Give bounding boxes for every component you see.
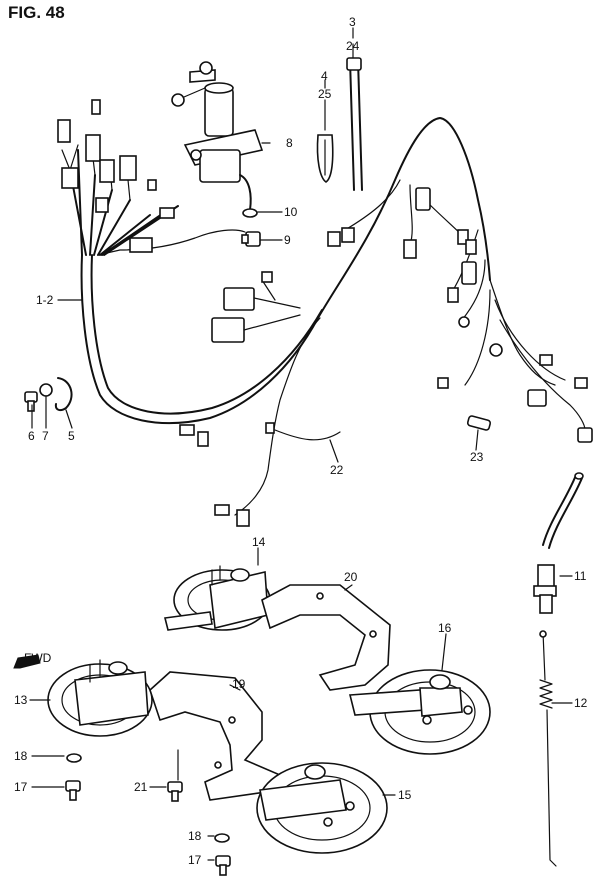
connector	[99, 159, 115, 183]
fwd-arrow-icon: FWD	[13, 651, 52, 669]
callout-17b: 17	[188, 853, 202, 867]
horn-13	[47, 659, 153, 737]
callout-15: 15	[398, 788, 412, 802]
callout-18b: 18	[188, 829, 202, 843]
figure-title: FIG. 48	[8, 3, 65, 22]
bolt-17-icon	[65, 780, 81, 801]
connector	[91, 99, 101, 115]
washer-18b-icon	[214, 833, 230, 843]
washer-18-icon	[66, 753, 82, 763]
cable-strap-24	[346, 57, 363, 191]
connector	[95, 197, 109, 213]
connector	[61, 167, 79, 189]
left-connector-cluster	[57, 99, 175, 253]
callout-4: 4	[321, 69, 328, 83]
callout-18a: 18	[14, 749, 28, 763]
callout-14: 14	[252, 535, 266, 549]
connector-23	[466, 415, 492, 431]
callout-10: 10	[284, 205, 298, 219]
callout-8: 8	[286, 136, 293, 150]
horn-16	[348, 669, 491, 755]
connector	[147, 179, 157, 191]
leader-lines	[29, 27, 573, 861]
callout-9: 9	[284, 233, 291, 247]
callout-3: 3	[349, 15, 356, 29]
callout-6: 6	[28, 429, 35, 443]
callout-5: 5	[68, 429, 75, 443]
cable-clamp-25	[316, 134, 334, 183]
callout-20: 20	[344, 570, 358, 584]
bolt-21-icon	[167, 781, 183, 802]
key-icon	[171, 61, 216, 107]
callout-17a: 17	[14, 780, 28, 794]
washer-7-icon	[39, 383, 53, 397]
spring-12	[539, 630, 557, 867]
wire-22	[179, 317, 341, 527]
bolt-17b-icon	[215, 855, 231, 876]
callout-7: 7	[42, 429, 49, 443]
callout-19: 19	[232, 677, 246, 691]
callout-24: 24	[346, 39, 360, 53]
brake-switch-11	[533, 472, 584, 614]
connector	[57, 119, 71, 143]
relay-connectors	[211, 271, 301, 343]
horn-14	[164, 565, 271, 631]
callout-25: 25	[318, 87, 332, 101]
callout-22: 22	[330, 463, 344, 477]
connector	[119, 155, 137, 181]
callout-13: 13	[14, 693, 28, 707]
screw-9-icon	[241, 231, 261, 247]
bracket-19	[149, 671, 281, 801]
connector	[85, 134, 101, 162]
horn-15	[256, 762, 388, 854]
callout-11: 11	[574, 569, 587, 583]
main-wiring-harness	[61, 117, 491, 424]
right-harness-branch	[327, 179, 593, 443]
fwd-text: FWD	[24, 651, 52, 665]
clip-5-icon	[54, 377, 73, 412]
connector	[129, 237, 153, 253]
nut-10-icon	[242, 208, 258, 218]
screw-6-icon	[24, 391, 38, 412]
callout-16: 16	[438, 621, 452, 635]
bracket-20	[261, 584, 391, 691]
callout-23: 23	[470, 450, 484, 464]
callout-1-2: 1-2	[36, 293, 54, 307]
callout-12: 12	[574, 696, 588, 710]
connector	[159, 207, 175, 219]
ignition-switch	[171, 61, 264, 211]
callout-21: 21	[134, 780, 148, 794]
